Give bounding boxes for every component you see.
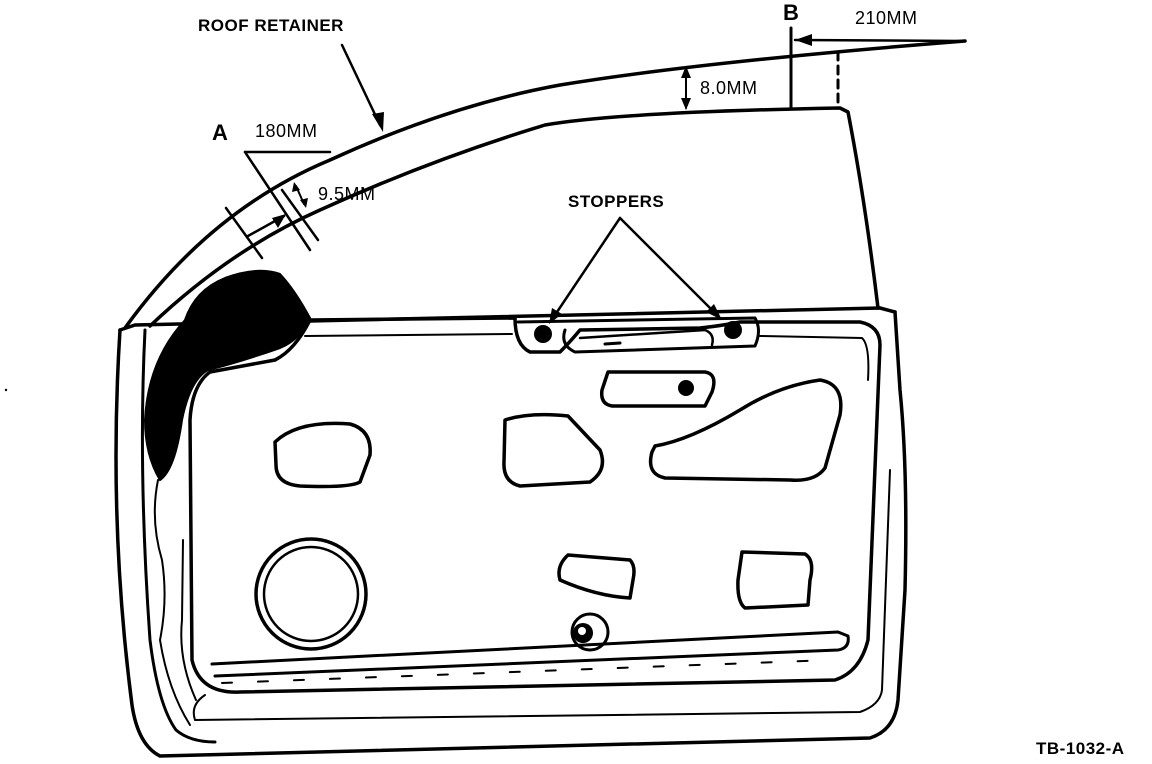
dimension-b	[681, 26, 967, 110]
dimension-a	[224, 150, 332, 260]
label-stoppers: STOPPERS	[568, 192, 664, 211]
label-point-a: A	[212, 120, 228, 145]
label-roof-retainer: ROOF RETAINER	[198, 16, 344, 35]
cutout-lower-right	[736, 550, 814, 610]
label-180mm: 180MM	[255, 121, 318, 141]
cutout-lower-middle	[557, 553, 636, 600]
stoppers-leader	[549, 216, 722, 324]
panel-cutouts	[273, 370, 843, 610]
stray-dot	[4, 388, 8, 392]
cutout-handle	[599, 370, 716, 408]
handle-dot	[678, 380, 694, 396]
label-figure-id: TB-1032-A	[1036, 739, 1125, 758]
cutout-right-large	[648, 378, 843, 482]
label-210mm: 210MM	[855, 8, 918, 28]
lock-knob	[570, 612, 610, 652]
stopper-dot-right	[724, 321, 742, 339]
door-outer-shell	[114, 306, 908, 758]
speaker-grille	[254, 537, 368, 651]
label-8-0mm: 8.0MM	[700, 78, 758, 98]
trim-panel	[188, 316, 891, 721]
roof-retainer-leader	[340, 43, 384, 132]
stopper-dot-left	[534, 325, 552, 343]
cutout-left-upper	[273, 421, 372, 489]
label-point-b: B	[783, 0, 799, 25]
sealer-patch	[143, 269, 312, 482]
window-frame	[123, 39, 967, 330]
stopper-recess	[516, 316, 760, 354]
label-9-5mm: 9.5MM	[318, 184, 376, 204]
cutout-middle-upper	[502, 412, 605, 488]
